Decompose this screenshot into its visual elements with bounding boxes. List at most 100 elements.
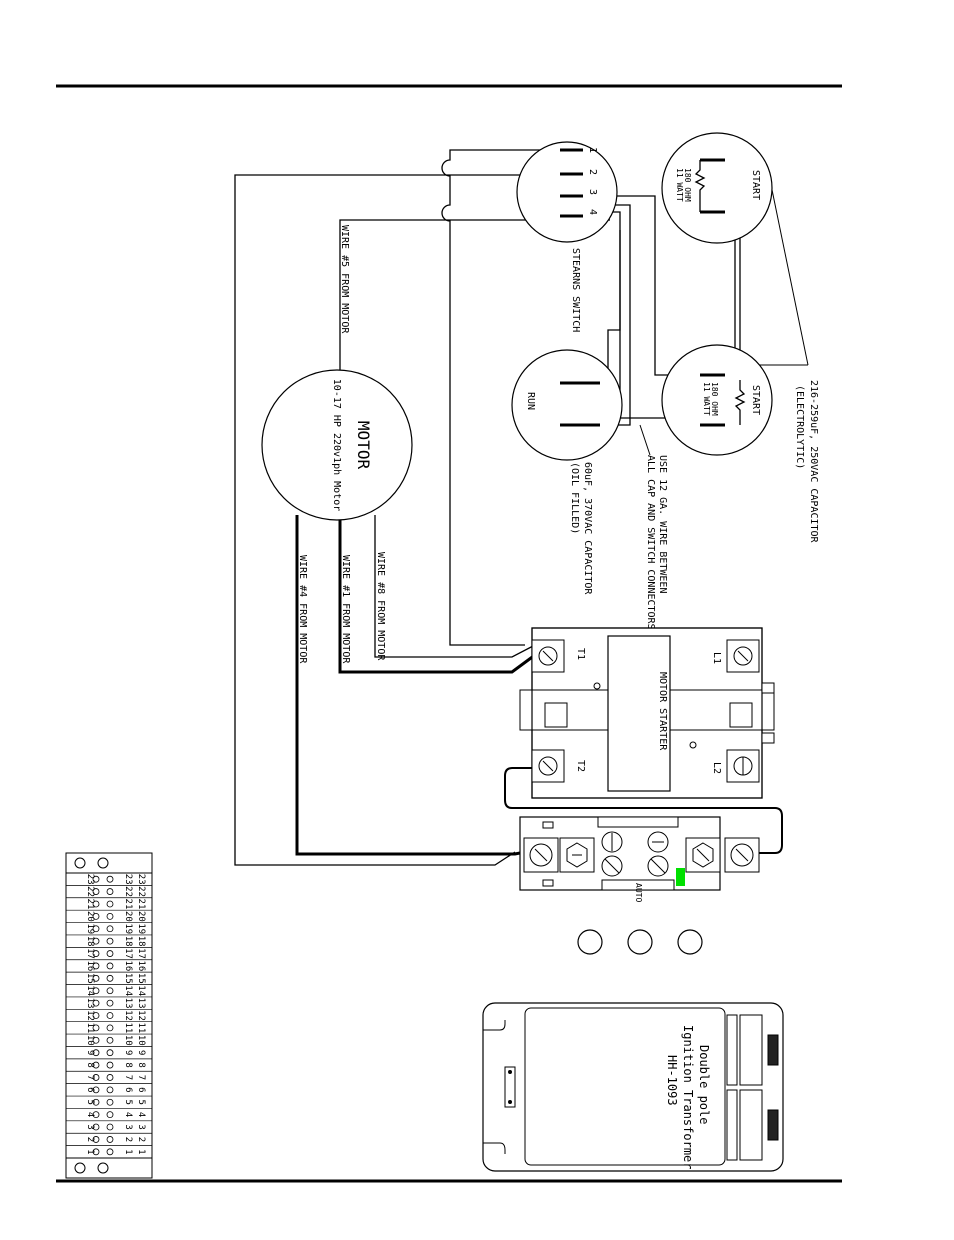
terminal-number-left: 14 [85,985,95,996]
transformer-line2: Ignition Transformer [681,1025,695,1170]
start-cap-note-line2: (ELECTROLYTIC) [794,385,805,469]
terminal-number-outer: 2 [136,1137,146,1142]
starter-l2: L2 [711,762,722,774]
terminal-number-left: 7 [85,1075,95,1080]
terminal-number-left: 21 [85,899,95,910]
terminal-number-right: 17 [123,948,133,959]
terminal-number-outer: 12 [136,1010,146,1021]
indicator-circle-1 [577,929,603,955]
terminal-number-outer: 6 [136,1087,146,1092]
ignition-transformer: Double pole Ignition Transformer HH-1093 [482,1002,784,1172]
starter-t1: T1 [575,648,586,660]
switch-terminal-3: 3 [587,189,598,195]
terminal-number-right: 23 [123,874,133,885]
indicator-circle-3 [677,929,703,955]
motor: MOTOR 10-17 HP 220v1ph Motor [261,369,413,521]
terminal-number-right: 20 [123,911,133,922]
terminal-number-right: 15 [123,973,133,984]
switch-terminal-1: 1 [587,147,598,153]
terminal-number-right: 9 [123,1050,133,1055]
start-cap-note-line1: 216-259uF, 250VAC CAPACITOR [808,380,819,544]
motor-subtitle: 10-17 HP 220v1ph Motor [331,379,342,511]
terminal-number-left: 19 [85,923,95,934]
overload-indicator [676,868,685,886]
terminal-number-outer: 16 [136,961,146,972]
starter-t2: T2 [575,760,586,772]
wire-note-line2: ALL CAP AND SWITCH CONNECTORS [645,455,656,630]
terminal-number-outer: 22 [136,886,146,897]
wire4-label: WIRE #4 FROM MOTOR [297,555,308,664]
terminal-number-left: 16 [85,961,95,972]
wire5-label: WIRE #5 FROM MOTOR [339,225,350,334]
terminal-number-right: 10 [123,1035,133,1046]
terminal-number-left: 13 [85,998,95,1009]
terminal-number-outer: 14 [136,985,146,996]
terminal-number-right: 4 [123,1112,133,1117]
stearns-switch: 1 2 3 4 STEARNS SWITCH [516,141,618,332]
terminal-number-left: 6 [85,1087,95,1092]
terminal-number-left: 8 [85,1062,95,1067]
run-capacitor: RUN 60uF, 370VAC CAPACITOR (OIL FILLED) [511,349,623,595]
terminal-number-right: 8 [123,1062,133,1067]
bottom-resistor-ohm: 180 OHM [710,382,719,416]
motor-title: MOTOR [354,421,373,470]
stearns-switch-label: STEARNS SWITCH [570,248,581,332]
terminal-number-right: 19 [123,923,133,934]
terminal-number-left: 23 [85,874,95,885]
terminal-number-left: 4 [85,1112,95,1117]
terminal-number-outer: 13 [136,998,146,1009]
terminal-number-right: 6 [123,1087,133,1092]
terminal-number-left: 1 [85,1149,95,1154]
run-label: RUN [525,392,536,410]
switch-terminal-4: 4 [587,209,598,215]
transformer-line3: HH-1093 [665,1055,679,1106]
starter-l1: L1 [711,652,722,664]
terminal-number-outer: 11 [136,1022,146,1033]
run-cap-note-line1: 60uF, 370VAC CAPACITOR [582,462,593,595]
terminal-number-right: 3 [123,1124,133,1129]
wire8-label: WIRE #8 FROM MOTOR [375,552,386,661]
motor-starter: T1 T2 L1 L2 MOTOR STARTER [519,627,775,799]
wire1-label: WIRE #1 FROM MOTOR [340,555,351,664]
terminal-number-left: 15 [85,973,95,984]
terminal-number-left: 2 [85,1137,95,1142]
terminal-number-outer: 8 [136,1062,146,1067]
terminal-number-left: 17 [85,948,95,959]
switch-terminal-2: 2 [587,169,598,175]
terminal-number-right: 12 [123,1010,133,1021]
terminal-number-outer: 1 [136,1149,146,1154]
run-cap-note-line2: (OIL FILLED) [569,462,580,534]
terminal-number-outer: 19 [136,923,146,934]
terminal-number-left: 12 [85,1010,95,1021]
terminal-number-right: 1 [123,1149,133,1154]
terminal-number-left: 9 [85,1050,95,1055]
overload-auto-label: AUTO [634,883,643,902]
terminal-number-right: 14 [123,985,133,996]
terminal-number-left: 5 [85,1100,95,1105]
indicator-circle-2 [627,929,653,955]
start-capacitor-top: 180 OHM 11 WATT START [661,132,773,244]
bottom-resistor-watt: 11 WATT [702,382,711,416]
terminal-number-outer: 17 [136,948,146,959]
terminal-number-right: 18 [123,936,133,947]
start-capacitor-bottom: 180 OHM 11 WATT START [661,344,773,456]
top-start-label: START [750,170,761,200]
terminal-number-right: 16 [123,961,133,972]
top-resistor-watt: 11 WATT [675,168,684,202]
